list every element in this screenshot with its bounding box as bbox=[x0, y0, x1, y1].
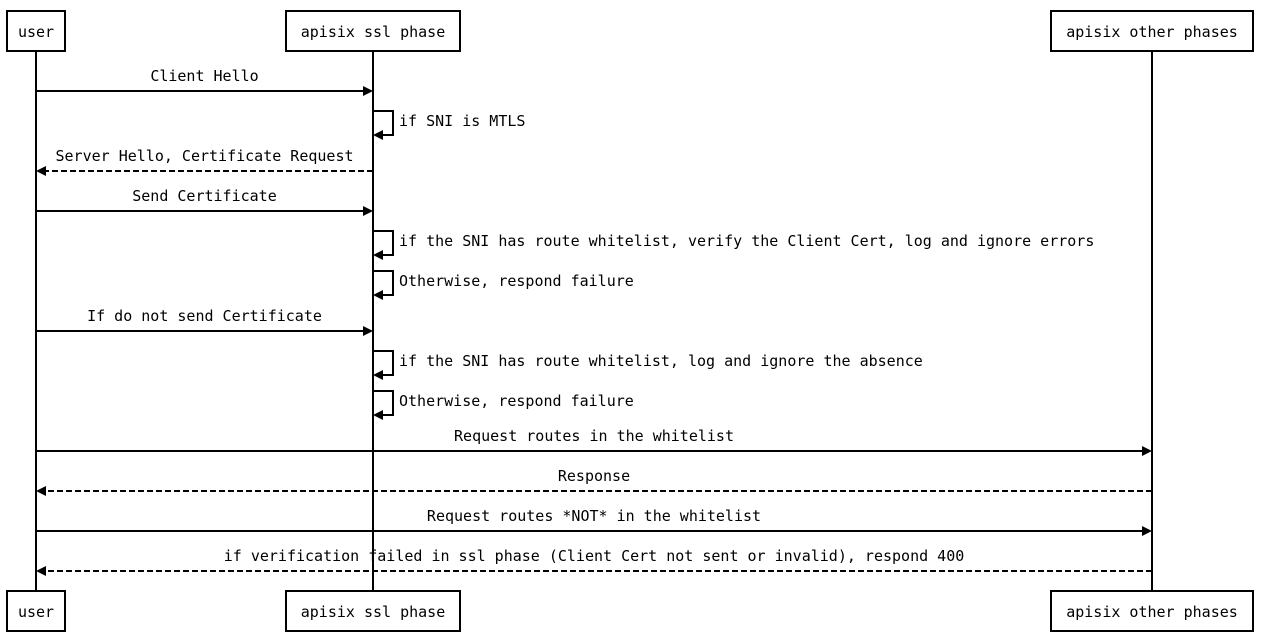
message-10: Request routes in the whitelist bbox=[36, 427, 1152, 456]
message-label: Request routes *NOT* in the whitelist bbox=[427, 507, 761, 525]
message-6: Otherwise, respond failure bbox=[373, 270, 634, 300]
message-label: Request routes in the whitelist bbox=[454, 427, 734, 445]
self-loop-arrow bbox=[373, 390, 394, 416]
participant-box bbox=[285, 590, 461, 632]
message-label: if the SNI has route whitelist, log and … bbox=[399, 352, 923, 370]
self-loop-arrow bbox=[373, 230, 394, 256]
messages: Client Hello if SNI is MTLS Server Hello, … bbox=[36, 67, 1152, 576]
participant-box bbox=[6, 10, 66, 52]
message-label: if SNI is MTLS bbox=[399, 112, 525, 130]
message-11: Response bbox=[36, 467, 1152, 496]
message-label: Response bbox=[558, 467, 630, 485]
message-9: Otherwise, respond failure bbox=[373, 390, 634, 420]
participant-label: user bbox=[18, 23, 54, 41]
message-4: Send Certificate bbox=[36, 187, 373, 216]
arrowhead bbox=[363, 326, 373, 336]
arrowhead bbox=[36, 166, 46, 176]
message-label: Client Hello bbox=[150, 67, 258, 85]
arrowhead bbox=[373, 290, 383, 300]
message-label: Otherwise, respond failure bbox=[399, 272, 634, 290]
participant-box bbox=[285, 10, 461, 52]
message-label: Server Hello, Certificate Request bbox=[55, 147, 353, 165]
participant-ssl-top: apisix ssl phase bbox=[285, 10, 461, 52]
message-label: if the SNI has route whitelist, verify t… bbox=[399, 232, 1094, 250]
message-label: If do not send Certificate bbox=[87, 307, 322, 325]
participant-other-bottom: apisix other phases bbox=[1050, 590, 1254, 632]
message-12: Request routes *NOT* in the whitelist bbox=[36, 507, 1152, 536]
arrowhead bbox=[373, 410, 383, 420]
message-1: Client Hello bbox=[36, 67, 373, 96]
message-13: if verification failed in ssl phase (Cli… bbox=[36, 547, 1152, 576]
message-8: if the SNI has route whitelist, log and … bbox=[373, 350, 923, 380]
participant-label: apisix ssl phase bbox=[301, 23, 446, 41]
message-label: Otherwise, respond failure bbox=[399, 392, 634, 410]
participant-box bbox=[1050, 590, 1254, 632]
arrowhead bbox=[1142, 446, 1152, 456]
participant-box bbox=[1050, 10, 1254, 52]
participant-boxes: user user apisix ssl phase apisix ssl phase… bbox=[6, 10, 1254, 632]
participant-box bbox=[6, 590, 66, 632]
lifelines bbox=[35, 51, 1153, 591]
participant-user-top: user bbox=[6, 10, 66, 52]
self-loop-arrow bbox=[373, 270, 394, 296]
self-loop-arrow bbox=[373, 110, 394, 136]
arrowhead bbox=[373, 250, 383, 260]
message-5: if the SNI has route whitelist, verify t… bbox=[373, 230, 1094, 260]
arrowhead bbox=[1142, 526, 1152, 536]
participant-label: apisix other phases bbox=[1066, 23, 1238, 41]
message-label: if verification failed in ssl phase (Cli… bbox=[224, 547, 965, 565]
arrowhead bbox=[373, 370, 383, 380]
message-7: If do not send Certificate bbox=[36, 307, 373, 336]
participant-other-top: apisix other phases bbox=[1050, 10, 1254, 52]
arrowhead bbox=[36, 566, 46, 576]
arrowhead bbox=[373, 130, 383, 140]
self-loop-arrow bbox=[373, 350, 394, 376]
arrowhead bbox=[36, 486, 46, 496]
participant-label: user bbox=[18, 603, 54, 621]
participant-label: apisix ssl phase bbox=[301, 603, 446, 621]
participant-label: apisix other phases bbox=[1066, 603, 1238, 621]
arrowhead bbox=[363, 206, 373, 216]
participant-ssl-bottom: apisix ssl phase bbox=[285, 590, 461, 632]
message-2: if SNI is MTLS bbox=[373, 110, 525, 140]
participant-user-bottom: user bbox=[6, 590, 66, 632]
message-label: Send Certificate bbox=[132, 187, 277, 205]
arrowhead bbox=[363, 86, 373, 96]
message-3: Server Hello, Certificate Request bbox=[36, 147, 373, 176]
